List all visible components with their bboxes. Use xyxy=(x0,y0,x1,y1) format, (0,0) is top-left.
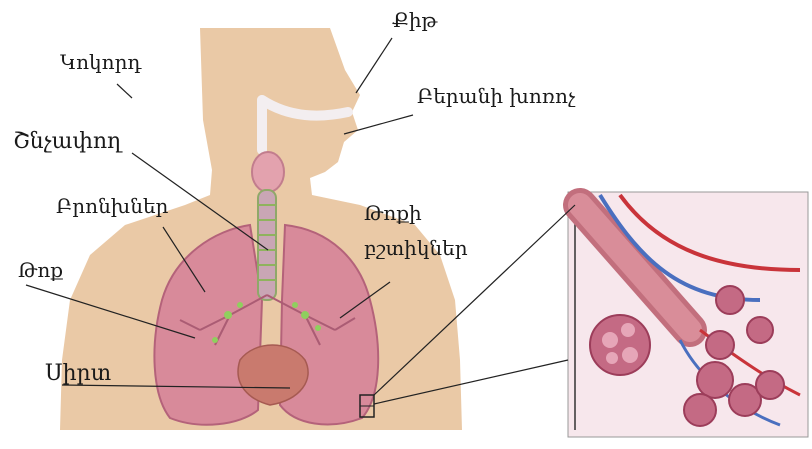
label-mouth: Բերանի խոռոչ xyxy=(417,86,575,106)
label-heart: Սիրտ xyxy=(45,363,111,385)
label-lung: Թոք xyxy=(18,260,63,280)
larynx-shape xyxy=(252,152,284,192)
label-nose: Քիթ xyxy=(392,10,437,30)
label-bronchi: Բրոնխներ xyxy=(56,196,168,216)
label-trachea: Շնչափող xyxy=(13,131,121,153)
label-larynx: Կոկորդ xyxy=(60,52,141,72)
alveoli-inset xyxy=(568,192,808,437)
label-alveoli-line1: Թոքի xyxy=(364,203,422,223)
label-alveoli-line2: բշտիկներ xyxy=(364,238,468,258)
